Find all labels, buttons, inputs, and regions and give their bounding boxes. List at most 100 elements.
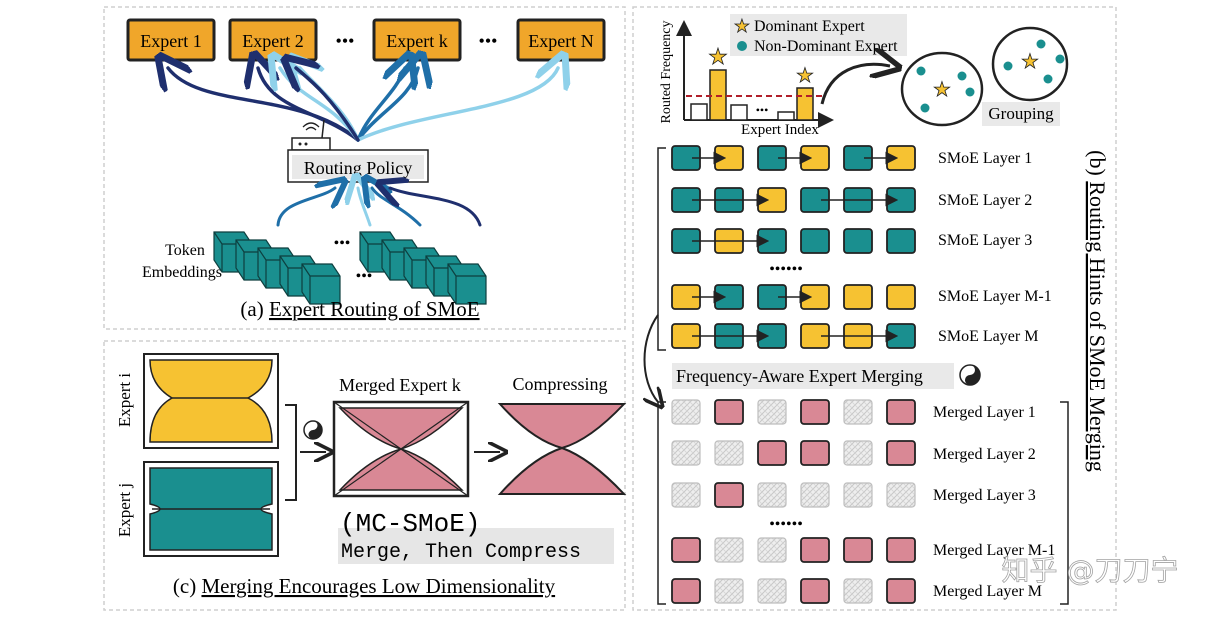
expert-cell [843,284,873,310]
expert-box-2: Expert 2 [228,18,318,62]
panel-b: Routed Frequency Expert Index ••• ★ ★ ★ … [632,6,1117,611]
grouping-circle-1: ★ [900,51,984,127]
pruned-expert-cell [843,578,873,604]
caption-a: (a) Expert Routing of SMoE [240,297,479,321]
expert-box-1: Expert 1 [126,18,216,62]
expert-label: Expert k [386,31,447,51]
merged-expert-cell [886,578,916,604]
layer-ellipsis: •••••• [769,516,803,533]
legend-non-dominant: Non-Dominant Expert [754,38,898,55]
layer-label: SMoE Layer 2 [938,192,1032,209]
merge-then-compress-label: Merge, Then Compress [341,541,581,564]
pruned-expert-cell [757,399,787,425]
dot-icon [737,41,747,51]
x-axis-label: Expert Index [741,122,819,138]
pruned-expert-cell [757,578,787,604]
star-icon: ★ [708,44,728,69]
merged-expert-cell [843,537,873,563]
expert-cell [843,228,873,254]
merged-layer-row [671,482,916,508]
pruned-expert-cell [671,440,701,466]
token-embedding [447,263,487,305]
expert-cell [800,228,830,254]
merged-expert-k-label: Merged Expert k [339,375,461,395]
pruned-expert-cell [714,440,744,466]
token-embeddings-right [359,231,487,305]
smoe-layer-row [671,187,916,213]
merged-expert-cell [714,482,744,508]
compressing-label: Compressing [512,374,607,394]
freq-bar [730,104,748,121]
expert-box-n: Expert N [516,18,606,62]
merged-layer-label: Merged Layer 3 [933,487,1036,504]
merged-expert-cell [671,537,701,563]
routing-policy-label: Routing Policy [304,158,413,178]
expert-ellipsis: ••• [479,31,498,51]
pruned-expert-cell [671,482,701,508]
pruned-expert-cell [800,482,830,508]
expert-j-shape [143,461,279,557]
merged-layer-label: Merged Layer M [933,583,1042,600]
merged-layer-label: Merged Layer M-1 [933,542,1055,559]
merged-layer-label: Merged Layer 1 [933,404,1036,421]
panel-a: Expert 1 Expert 2 ••• Expert k ••• Exper… [103,6,626,330]
smoe-layer-row [671,284,916,310]
expert-cell [886,228,916,254]
yin-yang-icon [959,364,981,386]
merged-expert-cell [800,440,830,466]
expert-label: Expert 1 [140,31,201,51]
pruned-expert-cell [843,482,873,508]
star-icon: ★ [734,16,750,36]
layer-label: SMoE Layer M-1 [938,288,1052,305]
y-axis-label: Routed Frequency [659,20,674,123]
expert-ellipsis: ••• [336,31,355,51]
caption-b: (b) Routing Hints of SMoE Merging [1085,150,1110,472]
freq-bar [777,111,795,121]
expert-i-label: Expert i [115,373,134,428]
layer-label: SMoE Layer 1 [938,150,1032,167]
merged-layer-row [671,537,916,563]
merged-expert-cell [714,399,744,425]
token-label: Token [165,242,205,259]
smoe-layer-row [671,323,916,349]
merged-expert-cell [671,578,701,604]
merged-expert-cell [757,440,787,466]
expert-box-k: Expert k [372,18,462,62]
panel-c-border [103,340,626,611]
pruned-expert-cell [671,399,701,425]
pruned-expert-cell [886,482,916,508]
yin-yang-icon [303,420,323,440]
freq-bar-dominant [796,87,814,121]
star-icon: ★ [796,65,814,87]
embeddings-label: Embeddings [142,264,222,281]
merged-layer-row [671,440,916,466]
panel-a-border [103,6,626,330]
caption-c: (c) Merging Encourages Low Dimensionalit… [173,574,556,598]
merged-expert-cell [800,537,830,563]
pruned-expert-cell [714,578,744,604]
pruned-expert-cell [757,537,787,563]
merged-expert-cell [886,537,916,563]
frequency-chart: Routed Frequency Expert Index ••• ★ ★ [659,20,834,138]
layer-label: SMoE Layer M [938,328,1038,345]
merged-layer-row [671,399,916,425]
mc-smoe-label: (MC-SMoE) [340,509,480,539]
merged-layer-label: Merged Layer 2 [933,446,1036,463]
merged-expert-cell [800,399,830,425]
panel-c: Expert i Expert j Merged Expert k Compre… [103,340,627,611]
pruned-expert-cell [714,537,744,563]
star-icon: ★ [933,79,951,101]
token-embedding [301,263,341,305]
bar-ellipsis: ••• [756,103,769,117]
token-ellipsis: ••• [334,235,351,252]
pruned-expert-cell [843,440,873,466]
smoe-layer-row [671,145,916,171]
star-icon: ★ [1021,51,1039,73]
panel-b-border [632,6,1117,611]
expert-j-label: Expert j [115,483,134,537]
layer-ellipsis: •••••• [769,261,803,278]
merged-expert-cell [886,440,916,466]
router-icon [291,119,331,151]
merged-expert-cell [800,578,830,604]
watermark: 知乎 @刀刀宁 [1002,554,1179,587]
